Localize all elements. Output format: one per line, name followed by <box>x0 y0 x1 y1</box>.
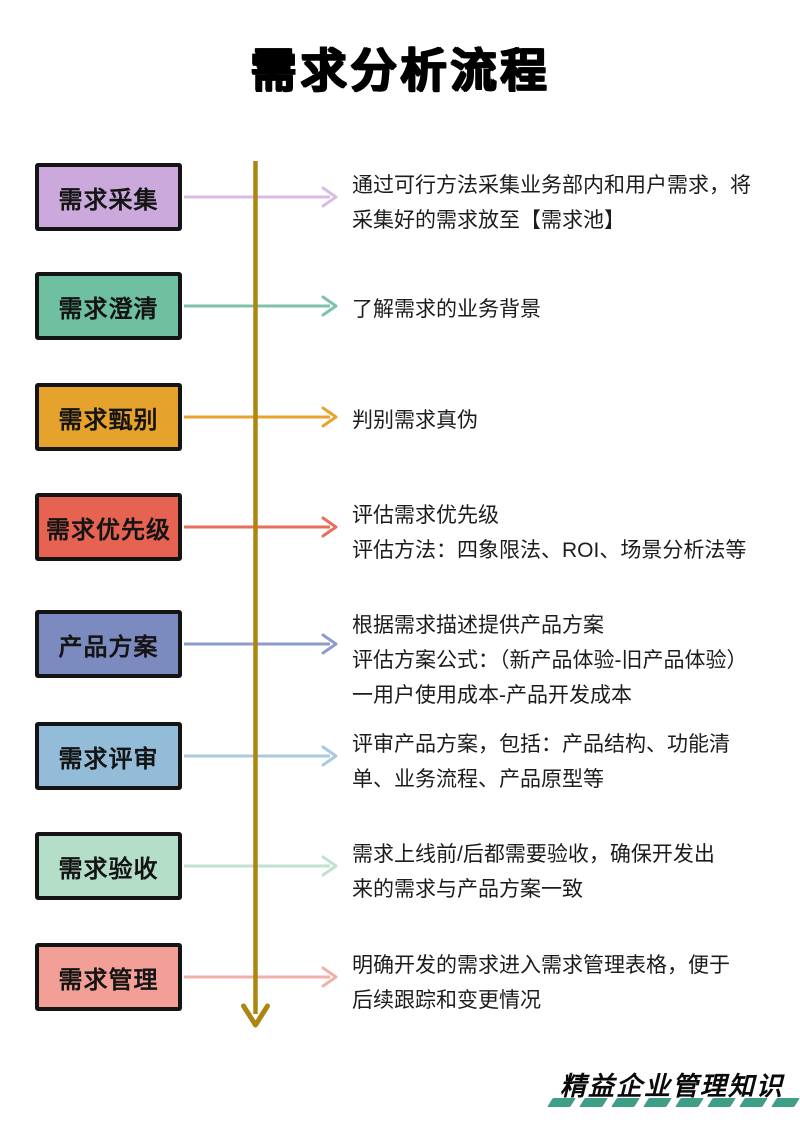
flow-step-label: 需求优先级 <box>46 516 171 544</box>
description-line: 评估方法：四象限法、ROI、场景分析法等 <box>352 539 747 562</box>
description-line: 采集好的需求放至【需求池】 <box>352 209 625 232</box>
flow-step-box-1: 需求采集 <box>35 163 182 231</box>
description-line: 来的需求与产品方案一致 <box>352 878 583 901</box>
description-line: 单、业务流程、产品原型等 <box>352 768 604 791</box>
description-line: 评估需求优先级 <box>352 504 499 527</box>
flow-step-box-8: 需求管理 <box>35 943 182 1011</box>
flow-step-label: 需求评审 <box>58 745 159 773</box>
description-line: 一用户使用成本-产品开发成本 <box>352 684 632 707</box>
flow-step-description-8: 明确开发的需求进入需求管理表格，便于后续跟踪和变更情况 <box>352 948 730 1018</box>
description-line: 了解需求的业务背景 <box>352 298 541 321</box>
description-line: 根据需求描述提供产品方案 <box>352 614 604 637</box>
flow-step-label: 需求采集 <box>58 186 159 214</box>
flow-step-label: 需求甄别 <box>58 406 159 434</box>
flow-step-label: 产品方案 <box>58 633 159 661</box>
description-line: 评审产品方案，包括：产品结构、功能清 <box>352 733 730 756</box>
flow-step-description-5: 根据需求描述提供产品方案评估方案公式：（新产品体验-旧产品体验） 一用户使用成本-… <box>352 608 748 713</box>
flow-step-box-5: 产品方案 <box>35 610 182 678</box>
flow-step-description-2: 了解需求的业务背景 <box>352 292 541 327</box>
description-line: 通过可行方法采集业务部内和用户需求，将 <box>352 174 751 197</box>
flow-step-box-4: 需求优先级 <box>35 493 182 561</box>
description-line: 判别需求真伪 <box>352 409 478 432</box>
page-title: 需求分析流程 <box>250 44 550 96</box>
description-line: 评估方案公式：（新产品体验-旧产品体验） <box>352 649 748 672</box>
description-line: 明确开发的需求进入需求管理表格，便于 <box>352 954 730 977</box>
flow-step-description-1: 通过可行方法采集业务部内和用户需求，将采集好的需求放至【需求池】 <box>352 168 751 238</box>
flow-step-description-7: 需求上线前/后都需要验收，确保开发出来的需求与产品方案一致 <box>352 837 715 907</box>
flow-step-box-7: 需求验收 <box>35 832 182 900</box>
watermark-text: 精益企业管理知识 <box>559 1072 784 1102</box>
flow-step-label: 需求澄清 <box>58 295 159 323</box>
flow-step-description-3: 判别需求真伪 <box>352 403 478 438</box>
description-line: 需求上线前/后都需要验收，确保开发出 <box>352 843 715 866</box>
flow-step-description-6: 评审产品方案，包括：产品结构、功能清单、业务流程、产品原型等 <box>352 727 730 797</box>
flow-step-box-3: 需求甄别 <box>35 383 182 451</box>
flow-step-box-2: 需求澄清 <box>35 272 182 340</box>
flow-step-description-4: 评估需求优先级评估方法：四象限法、ROI、场景分析法等 <box>352 498 746 568</box>
description-line: 后续跟踪和变更情况 <box>352 989 541 1012</box>
watermark: 精益企业管理知识 <box>547 1062 800 1122</box>
flow-step-box-6: 需求评审 <box>35 722 182 790</box>
flow-step-label: 需求管理 <box>58 966 159 994</box>
flow-step-label: 需求验收 <box>58 855 159 883</box>
